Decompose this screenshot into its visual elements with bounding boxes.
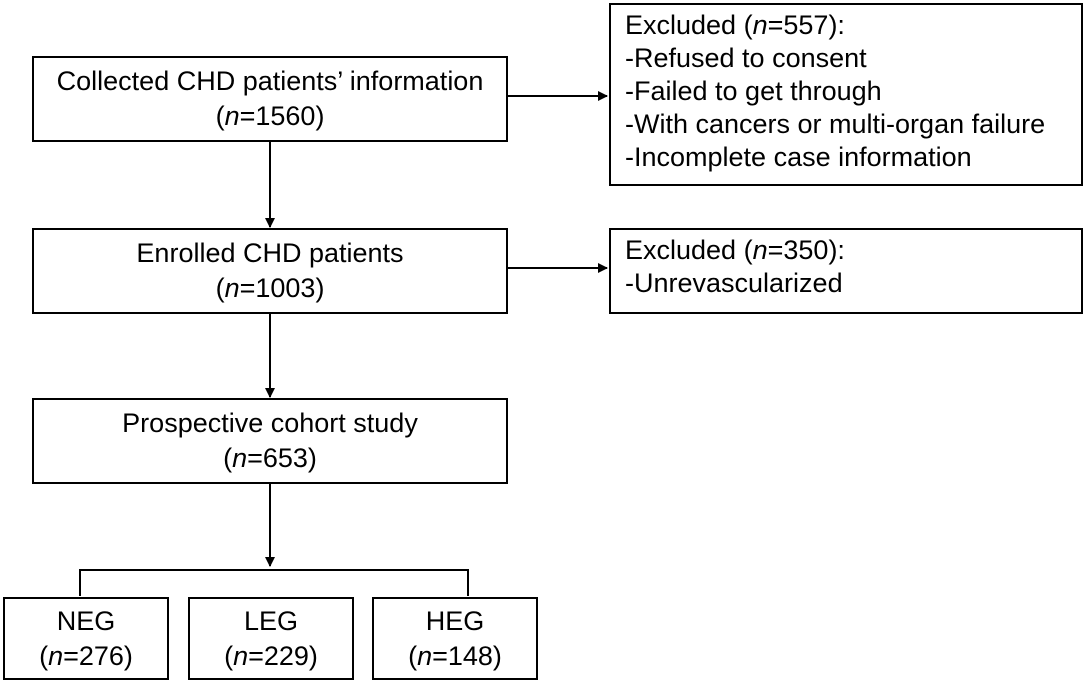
- neg-count: (n=276): [39, 640, 133, 671]
- exclusion-1-item: -Incomplete case information: [625, 142, 972, 172]
- neg-group-box: NEG (n=276): [3, 597, 169, 680]
- neg-title: NEG: [56, 605, 116, 636]
- exclusion-box-1: Excluded (n=557): -Refused to consent -F…: [609, 3, 1083, 186]
- collected-title: Collected CHD patients’ information: [56, 66, 484, 96]
- cohort-study-box: Prospective cohort study (n=653): [32, 398, 508, 484]
- heg-count: (n=148): [408, 640, 502, 671]
- exclusion-1-item: -With cancers or multi-organ failure: [625, 109, 1046, 139]
- collected-patients-box: Collected CHD patients’ information (n=1…: [32, 56, 508, 142]
- exclusion-1-item: -Failed to get through: [625, 76, 882, 106]
- heg-group-box: HEG (n=148): [372, 597, 538, 680]
- collected-count: (n=1560): [215, 101, 325, 131]
- cohort-title: Prospective cohort study: [122, 408, 418, 438]
- exclusion-1-item: -Refused to consent: [625, 43, 867, 73]
- enrolled-count: (n=1003): [215, 273, 325, 303]
- leg-title: LEG: [243, 605, 299, 636]
- leg-group-box: LEG (n=229): [188, 597, 354, 680]
- leg-count: (n=229): [224, 640, 318, 671]
- exclusion-1-heading: Excluded (n=557):: [625, 10, 845, 40]
- exclusion-2-heading: Excluded (n=350):: [625, 235, 845, 265]
- group-bracket: [79, 569, 469, 596]
- exclusion-box-2: Excluded (n=350): -Unrevascularized: [609, 228, 1083, 314]
- cohort-count: (n=653): [223, 443, 317, 473]
- enrolled-title: Enrolled CHD patients: [136, 238, 404, 268]
- heg-title: HEG: [425, 605, 485, 636]
- enrolled-patients-box: Enrolled CHD patients (n=1003): [32, 228, 508, 314]
- exclusion-2-item: -Unrevascularized: [625, 268, 843, 298]
